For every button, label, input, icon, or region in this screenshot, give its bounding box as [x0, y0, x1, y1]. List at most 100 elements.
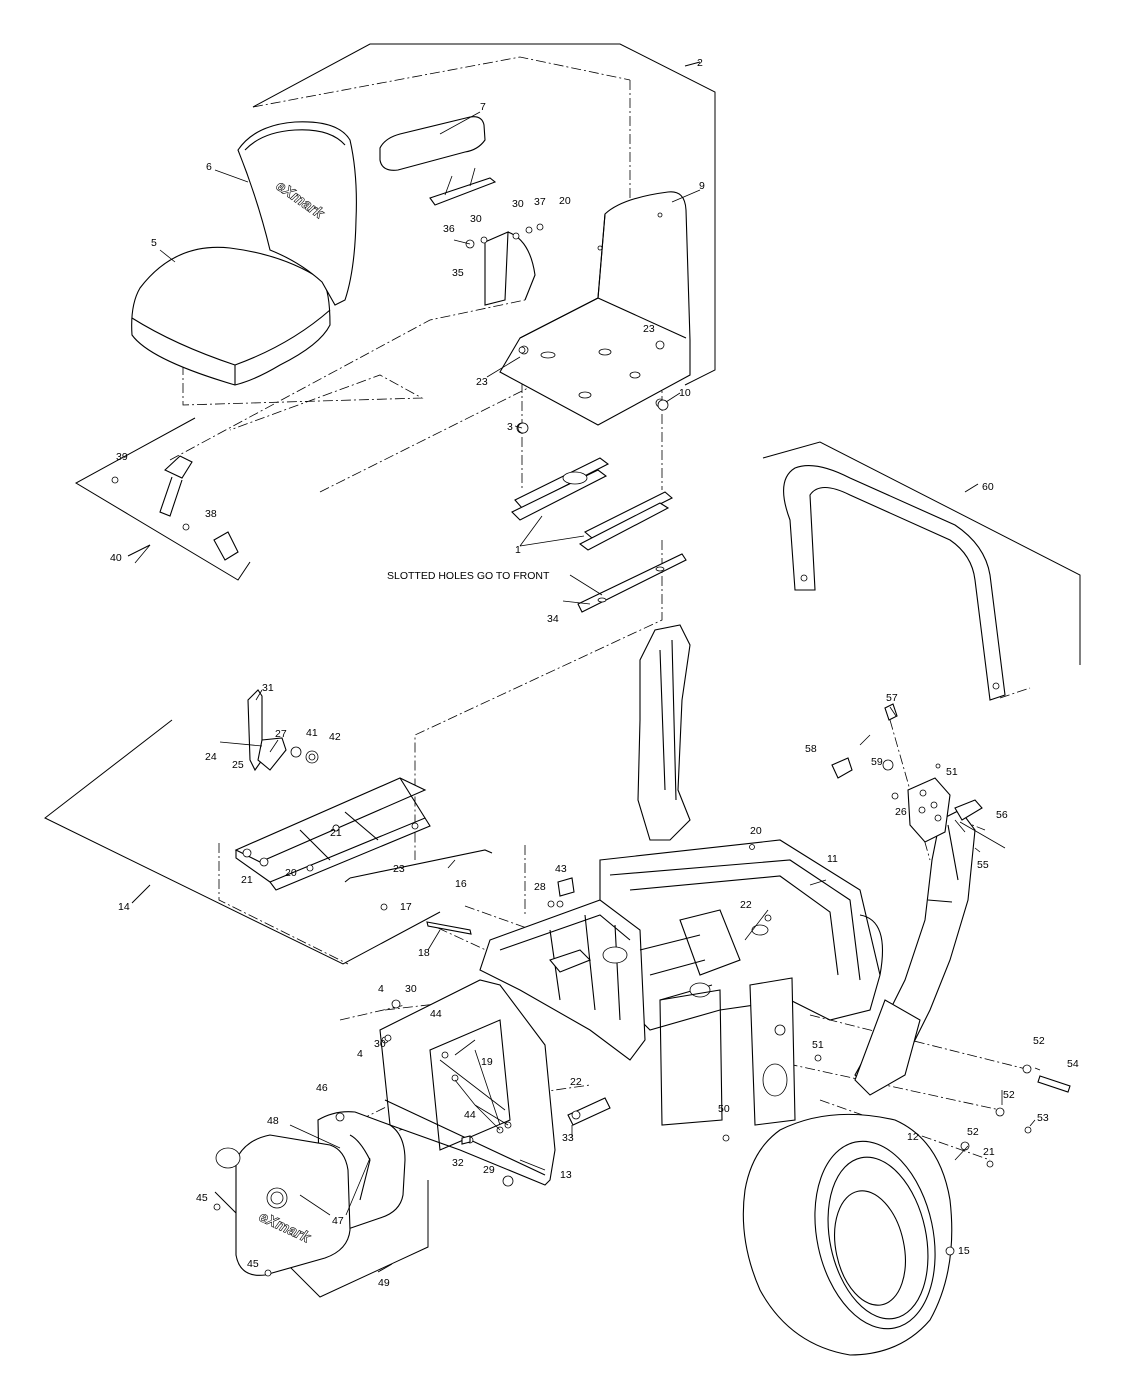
callout-7: 7 [480, 101, 486, 113]
callout-24: 24 [205, 751, 217, 763]
callout-11: 11 [827, 853, 838, 865]
callout-23: 23 [393, 863, 405, 875]
callout-49: 49 [378, 1277, 390, 1289]
callout-18: 18 [418, 947, 430, 959]
callout-38: 38 [205, 508, 217, 520]
callout-3: 3 [507, 421, 513, 433]
callout-29: 29 [483, 1164, 495, 1176]
group-outline-seat-assembly [252, 43, 716, 386]
callout-21: 21 [330, 827, 342, 839]
callout-25: 25 [232, 759, 244, 771]
callout-20: 20 [750, 825, 762, 837]
callout-20: 20 [285, 867, 297, 879]
leader-lines [134, 111, 1041, 1216]
callout-26: 26 [895, 806, 907, 818]
callout-21: 21 [241, 874, 253, 886]
callout-20: 20 [559, 195, 571, 207]
callout-14: 14 [118, 901, 130, 913]
callout-51: 51 [812, 1039, 824, 1051]
callout-30: 30 [470, 213, 482, 225]
callout-42: 42 [329, 731, 341, 743]
callout-9: 9 [699, 180, 705, 192]
link-rod [344, 849, 493, 911]
group-outline-seat-mount [44, 719, 441, 965]
callout-56: 56 [996, 809, 1008, 821]
callout-52: 52 [1033, 1035, 1045, 1047]
callout-22: 22 [570, 1076, 582, 1088]
callout-15: 15 [958, 1245, 970, 1257]
seat-slides [511, 457, 673, 551]
callout-45: 45 [196, 1192, 208, 1204]
seat-belt [111, 455, 239, 561]
callout-labels: 1 2 3 4 4 5 6 7 9 10 11 12 13 14 15 16 1… [110, 57, 1079, 1289]
main-frame [479, 624, 976, 1126]
callout-31: 31 [262, 682, 274, 694]
callout-36: 36 [443, 223, 455, 235]
callout-51: 51 [946, 766, 958, 778]
callout-37: 37 [534, 196, 546, 208]
callout-39: 39 [116, 451, 128, 463]
callout-50: 50 [718, 1103, 730, 1115]
callout-41: 41 [306, 727, 318, 739]
callout-44: 44 [464, 1109, 476, 1121]
armrest-bracket [453, 223, 544, 306]
callout-19: 19 [481, 1056, 493, 1068]
callout-27: 27 [275, 728, 287, 740]
callout-4: 4 [378, 983, 384, 995]
callout-46: 46 [316, 1082, 328, 1094]
seat-back: eXmark [237, 121, 357, 306]
brake-lever [219, 689, 319, 772]
rollbar-pivot-bracket [831, 703, 1006, 849]
small-plate [466, 1097, 611, 1187]
callout-54: 54 [1067, 1058, 1079, 1070]
callout-23: 23 [476, 376, 488, 388]
axle-hardware [814, 1054, 1071, 1168]
fuel-tank: eXmark [213, 1111, 406, 1277]
seat-cushion [131, 246, 331, 386]
slotted-holes-note: SLOTTED HOLES GO TO FRONT [387, 570, 550, 582]
callout-6: 6 [206, 161, 212, 173]
callout-23: 23 [643, 323, 655, 335]
callout-52: 52 [967, 1126, 979, 1138]
side-panel [379, 979, 556, 1186]
slotted-plate [577, 553, 687, 613]
callout-21: 21 [983, 1146, 995, 1158]
callout-12: 12 [907, 1131, 919, 1143]
callout-10: 10 [679, 387, 691, 399]
callout-16: 16 [455, 878, 467, 890]
callout-5: 5 [151, 237, 157, 249]
callout-17: 17 [400, 901, 412, 913]
callout-34: 34 [547, 613, 559, 625]
callout-32: 32 [452, 1157, 464, 1169]
callout-44: 44 [430, 1008, 442, 1020]
callout-43: 43 [555, 863, 567, 875]
callout-1: 1 [515, 544, 521, 556]
callout-13: 13 [560, 1169, 572, 1181]
callout-48: 48 [267, 1115, 279, 1127]
callout-60: 60 [982, 481, 994, 493]
group-outline-seat-belt [74, 417, 251, 581]
callout-52: 52 [1003, 1089, 1015, 1101]
callout-35: 35 [452, 267, 464, 279]
callout-57: 57 [886, 692, 898, 704]
group-outline-roll-bar [762, 441, 1081, 665]
callout-59: 59 [871, 756, 883, 768]
callout-4: 4 [357, 1048, 363, 1060]
drive-wheel [742, 1113, 955, 1356]
callout-30: 30 [374, 1038, 386, 1050]
misc-fasteners [332, 824, 772, 1145]
callout-33: 33 [562, 1132, 574, 1144]
callout-2: 2 [697, 57, 703, 69]
callout-53: 53 [1037, 1112, 1049, 1124]
callout-47: 47 [332, 1215, 344, 1227]
callout-58: 58 [805, 743, 817, 755]
callout-40: 40 [110, 552, 122, 564]
callout-28: 28 [534, 881, 546, 893]
callout-55: 55 [977, 859, 989, 871]
armrest [379, 116, 497, 206]
callout-30: 30 [512, 198, 524, 210]
roll-over-bar [783, 465, 1006, 701]
callout-22: 22 [740, 899, 752, 911]
